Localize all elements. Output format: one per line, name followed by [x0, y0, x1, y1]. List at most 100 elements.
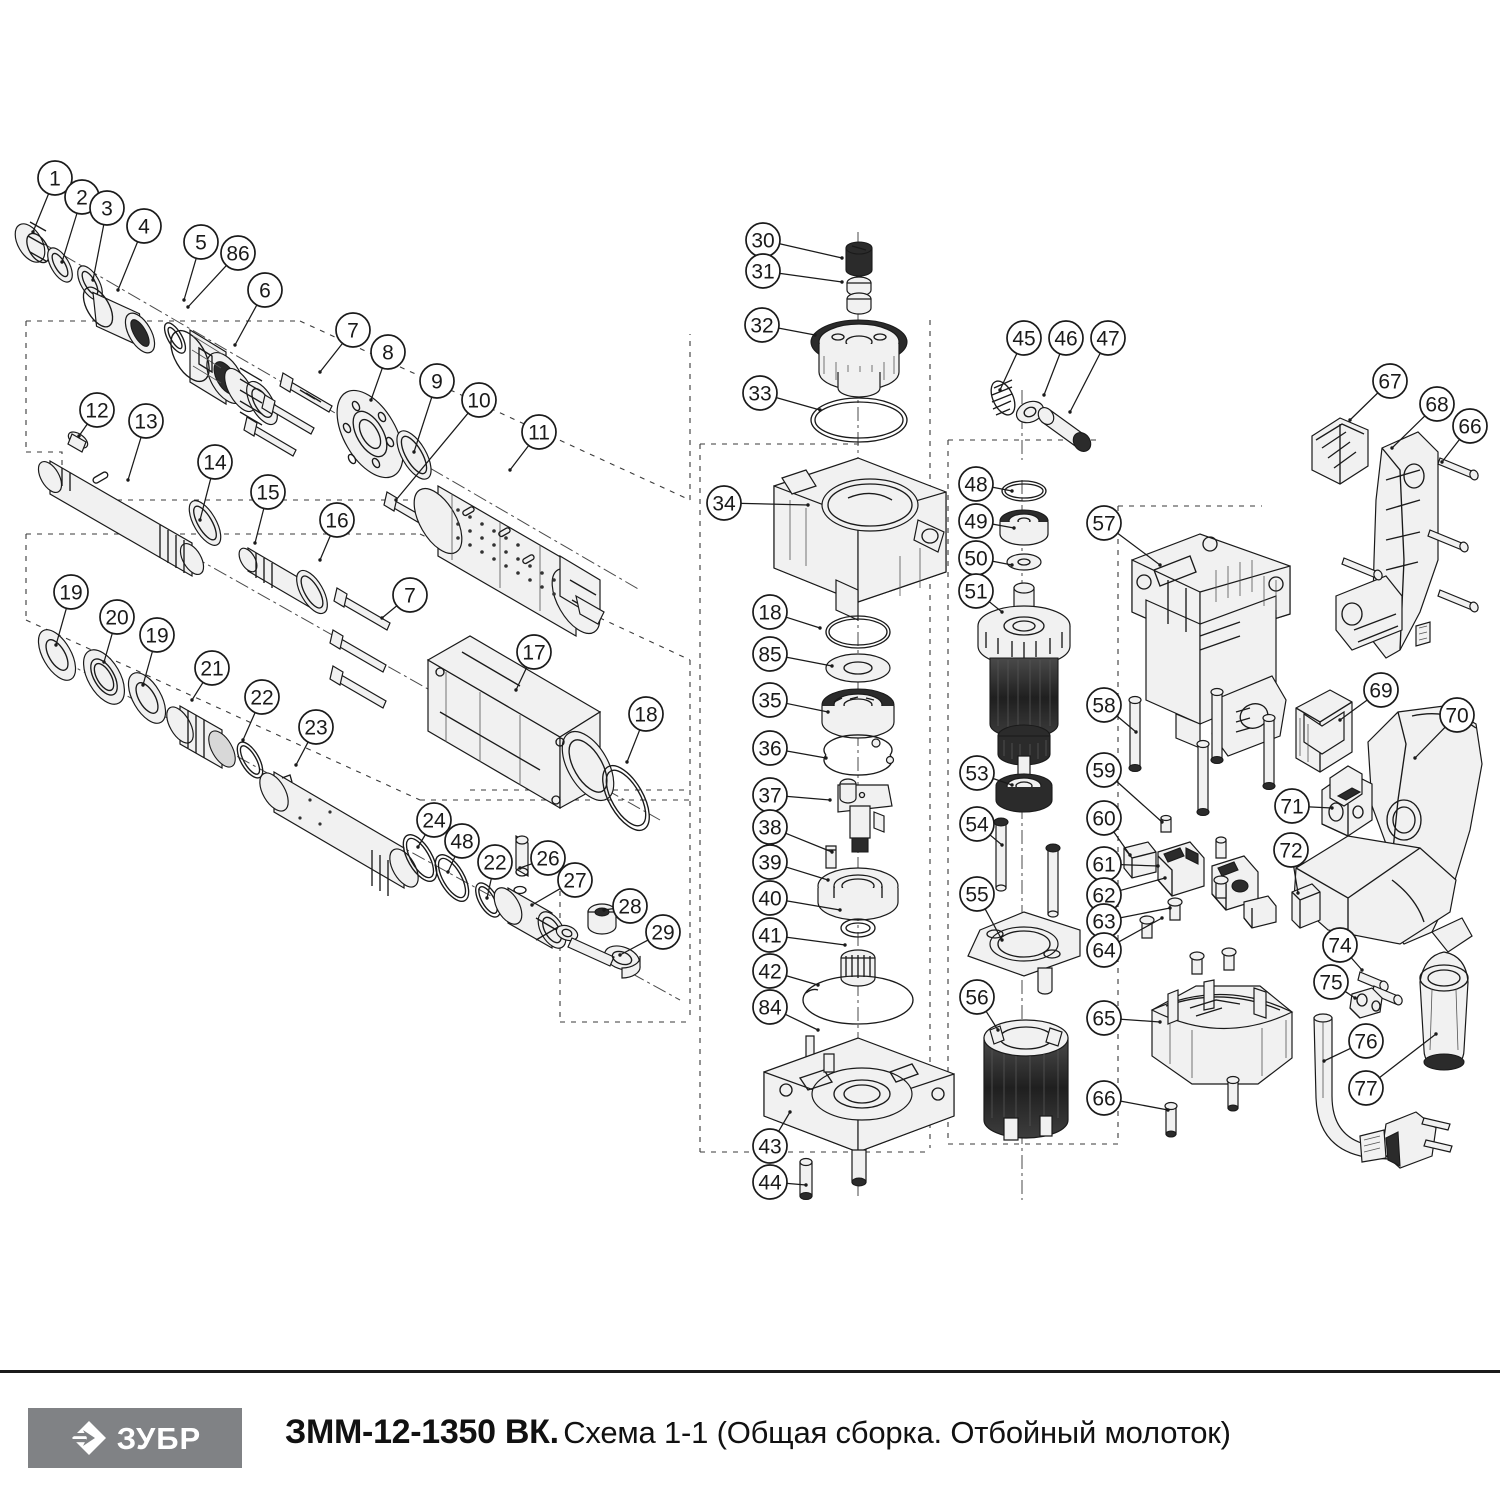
callout-47[interactable]: 47	[1090, 320, 1126, 356]
callout-77[interactable]: 77	[1348, 1070, 1384, 1106]
callout-43[interactable]: 43	[752, 1128, 788, 1164]
callout-84[interactable]: 84	[752, 989, 788, 1025]
callout-66[interactable]: 66	[1452, 408, 1488, 444]
callout-54[interactable]: 54	[959, 806, 995, 842]
callout-53[interactable]: 53	[959, 755, 995, 791]
callout-circle	[1086, 687, 1122, 723]
callout-42[interactable]: 42	[752, 953, 788, 989]
callout-16[interactable]: 16	[319, 502, 355, 538]
callout-1[interactable]: 1	[37, 160, 73, 196]
callout-number: 17	[522, 642, 545, 665]
callout-48[interactable]: 48	[958, 466, 994, 502]
callout-63[interactable]: 63	[1086, 903, 1122, 939]
callout-49[interactable]: 49	[958, 503, 994, 539]
callout-57[interactable]: 57	[1086, 505, 1122, 541]
callout-leader-53	[992, 777, 1013, 786]
callout-39[interactable]: 39	[752, 844, 788, 880]
callout-12[interactable]: 12	[79, 392, 115, 428]
callout-51[interactable]: 51	[958, 573, 994, 609]
callout-74[interactable]: 74	[1322, 927, 1358, 963]
callout-20[interactable]: 20	[99, 599, 135, 635]
callout-anchor-51	[1000, 610, 1004, 614]
callout-14[interactable]: 14	[197, 444, 233, 480]
callout-anchor-5	[182, 298, 186, 302]
callout-62[interactable]: 62	[1086, 877, 1122, 913]
callout-61[interactable]: 61	[1086, 846, 1122, 882]
callout-65[interactable]: 65	[1086, 1000, 1122, 1036]
callout-46[interactable]: 46	[1048, 320, 1084, 356]
part-29-connecting-rod	[555, 924, 641, 979]
callout-44[interactable]: 44	[752, 1164, 788, 1200]
callout-41[interactable]: 41	[752, 917, 788, 953]
callout-anchor-68	[1390, 446, 1394, 450]
callout-9[interactable]: 9	[419, 363, 455, 399]
callout-21[interactable]: 21	[194, 650, 230, 686]
callout-40[interactable]: 40	[752, 880, 788, 916]
callout-8[interactable]: 8	[370, 334, 406, 370]
callout-33[interactable]: 33	[742, 375, 778, 411]
callout-59[interactable]: 59	[1086, 752, 1122, 788]
sheet-footer: ЗУБР ЗММ-12-1350 ВК. Схема 1-1 (Общая сб…	[0, 1370, 1500, 1500]
callout-50[interactable]: 50	[958, 540, 994, 576]
callout-72[interactable]: 72	[1273, 832, 1309, 868]
callout-48[interactable]: 48	[444, 823, 480, 859]
callout-27[interactable]: 27	[557, 862, 593, 898]
callout-26[interactable]: 26	[530, 840, 566, 876]
callout-15[interactable]: 15	[250, 474, 286, 510]
callout-32[interactable]: 32	[744, 307, 780, 343]
part-38-key	[825, 845, 837, 869]
callout-10[interactable]: 10	[461, 382, 497, 418]
callout-31[interactable]: 31	[745, 253, 781, 289]
callout-76[interactable]: 76	[1348, 1023, 1384, 1059]
callout-17[interactable]: 17	[516, 634, 552, 670]
callout-30[interactable]: 30	[745, 222, 781, 258]
callout-71[interactable]: 71	[1274, 788, 1310, 824]
callout-7[interactable]: 7	[392, 577, 428, 613]
callout-64[interactable]: 64	[1086, 932, 1122, 968]
callout-75[interactable]: 75	[1313, 964, 1349, 1000]
callout-56[interactable]: 56	[959, 979, 995, 1015]
callout-68[interactable]: 68	[1419, 386, 1455, 422]
callout-36[interactable]: 36	[752, 730, 788, 766]
callout-67[interactable]: 67	[1372, 363, 1408, 399]
callout-18[interactable]: 18	[628, 696, 664, 732]
callout-55[interactable]: 55	[959, 876, 995, 912]
callout-70[interactable]: 70	[1439, 697, 1475, 733]
assembly-handle	[1291, 417, 1483, 1169]
callout-85[interactable]: 85	[752, 636, 788, 672]
callout-7[interactable]: 7	[335, 312, 371, 348]
callout-66[interactable]: 66	[1086, 1080, 1122, 1116]
callout-23[interactable]: 23	[298, 709, 334, 745]
callout-3[interactable]: 3	[89, 190, 125, 226]
callout-18[interactable]: 18	[752, 594, 788, 630]
callout-anchor-18	[625, 760, 629, 764]
callout-6[interactable]: 6	[247, 272, 283, 308]
callout-29[interactable]: 29	[645, 914, 681, 950]
callout-19[interactable]: 19	[139, 617, 175, 653]
callout-45[interactable]: 45	[1006, 320, 1042, 356]
callout-34[interactable]: 34	[706, 485, 742, 521]
callout-22[interactable]: 22	[244, 679, 280, 715]
callout-35[interactable]: 35	[752, 682, 788, 718]
callout-22[interactable]: 22	[477, 844, 513, 880]
callout-28[interactable]: 28	[612, 888, 648, 924]
callout-4[interactable]: 4	[126, 208, 162, 244]
callout-38[interactable]: 38	[752, 809, 788, 845]
callout-11[interactable]: 11	[521, 414, 557, 450]
callout-60[interactable]: 60	[1086, 800, 1122, 836]
callout-leader-77	[1379, 1033, 1437, 1079]
callout-number: 14	[203, 452, 227, 475]
callout-number: 29	[651, 922, 674, 945]
callout-19[interactable]: 19	[53, 574, 89, 610]
callout-13[interactable]: 13	[128, 403, 164, 439]
callout-37[interactable]: 37	[752, 777, 788, 813]
callout-86[interactable]: 86	[220, 235, 256, 271]
part-72-switch-block	[1291, 883, 1321, 929]
callout-5[interactable]: 5	[183, 224, 219, 260]
callout-circle	[220, 235, 256, 271]
callout-58[interactable]: 58	[1086, 687, 1122, 723]
callout-anchor-48	[1010, 489, 1014, 493]
callout-69[interactable]: 69	[1363, 672, 1399, 708]
callout-leader-8	[370, 367, 383, 401]
callout-24[interactable]: 24	[416, 802, 452, 838]
